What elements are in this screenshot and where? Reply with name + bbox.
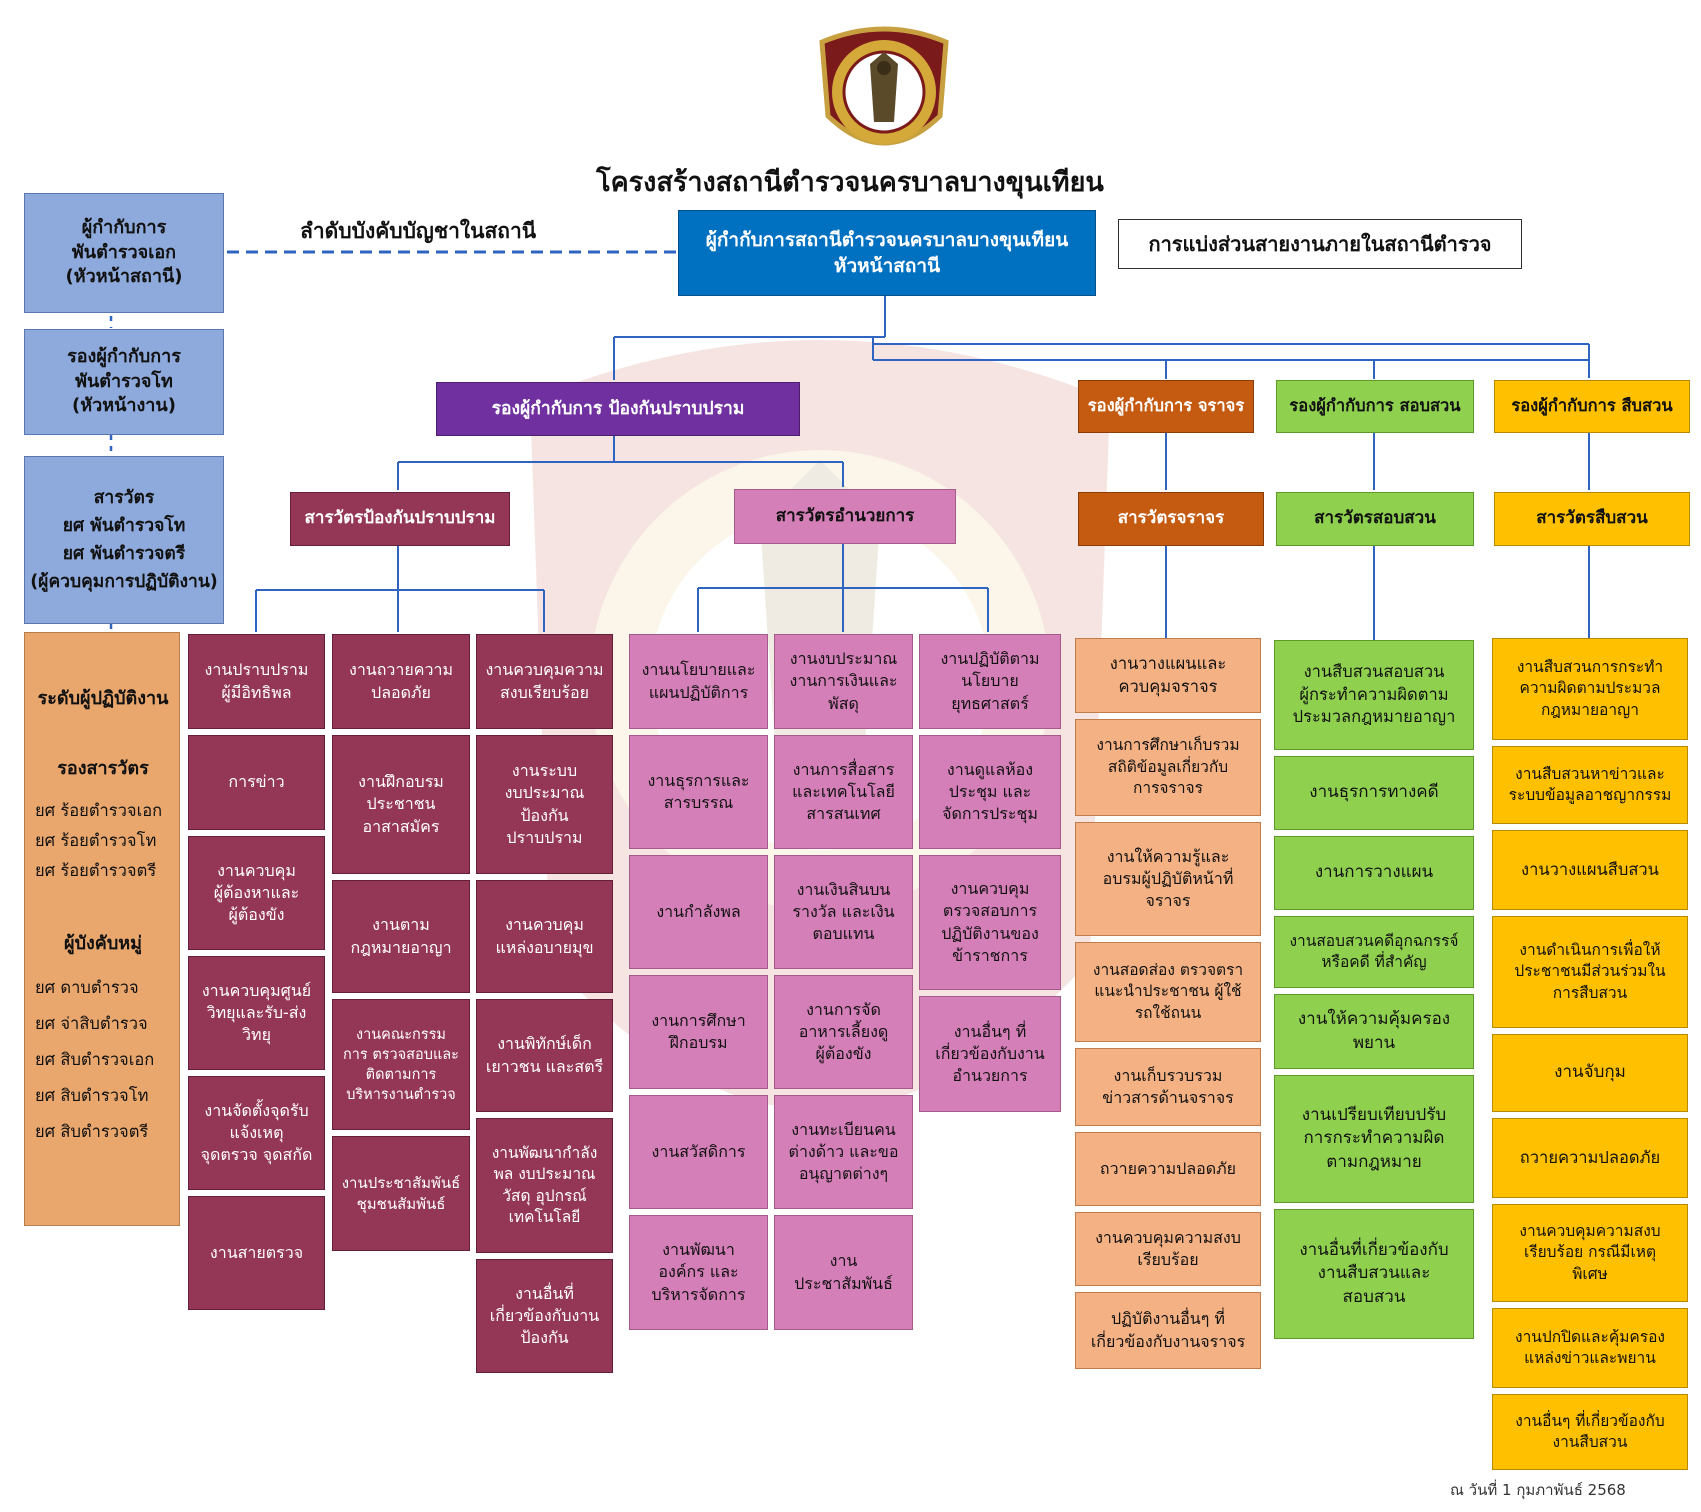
page-title: โครงสร้างสถานีตำรวจนครบาลบางขุนเทียน [596, 167, 1104, 198]
task-box: งานงบประมาณ งานการเงินและ พัสดุ [774, 634, 913, 729]
task-box: งานปราบปราม ผู้มีอิทธิพล [188, 634, 325, 729]
task-box: งานพิทักษ์เด็ก เยาวชน และสตรี [476, 999, 613, 1112]
inspector-prevention-box: สารวัตรป้องกันปราบปราม [290, 492, 510, 546]
rank-item: ยศ สิบตำรวจตรี [35, 1122, 149, 1141]
task-box: งานจัดตั้งจุดรับ แจ้งเหตุ จุดตรวจ จุดสกั… [188, 1076, 325, 1190]
task-box: งานให้ความรู้และ อบรมผู้ปฏิบัติหน้าที่ จ… [1075, 822, 1261, 936]
task-box: งานเงินสินบน รางวัล และเงิน ตอบแทน [774, 855, 913, 969]
task-box: งานควบคุมความสงบ เรียบร้อย [1075, 1212, 1261, 1286]
task-box: งานดูแลห้อง ประชุม และ จัดการประชุม [919, 735, 1061, 849]
task-box: งานประชาสัมพันธ์ ชุมชนสัมพันธ์ [332, 1136, 470, 1251]
task-box: งานควบคุมความ สงบเรียบร้อย [476, 634, 613, 729]
task-box: งานเก็บรวบรวม ข่าวสารด้านจราจร [1075, 1048, 1261, 1126]
deputy-investigation-box: รองผู้กำกับการ สอบสวน [1276, 380, 1474, 433]
task-box: งานถวายความ ปลอดภัย [332, 634, 470, 729]
task-box: งานการวางแผน [1274, 836, 1474, 910]
task-box: งานสืบสวนการกระทำ ความผิดตามประมวล กฎหมา… [1492, 638, 1688, 740]
rank-item: ยศ ดาบตำรวจ [35, 978, 139, 997]
inspector-traffic-box: สารวัตรจราจร [1078, 492, 1264, 546]
task-box: งานเปรียบเทียบปรับ การกระทำความผิด ตามกฎ… [1274, 1075, 1474, 1203]
task-box: การข่าว [188, 735, 325, 830]
task-box: งานการศึกษาเก็บรวม สถิติข้อมูลเกี่ยวกับ … [1075, 719, 1261, 816]
task-box: งานคณะกรรม การ ตรวจสอบและ ติดตามการ บริห… [332, 999, 470, 1130]
rank-item: ยศ สิบตำรวจเอก [35, 1050, 155, 1069]
task-box: งานจับกุม [1492, 1034, 1688, 1112]
task-box: งานพัฒนา องค์กร และ บริหารจัดการ [629, 1215, 768, 1330]
division-label: การแบ่งส่วนสายงานภายในสถานีตำรวจ [1118, 219, 1522, 269]
task-box: งานวางแผนสืบสวน [1492, 830, 1688, 910]
deputy-traffic-box: รองผู้กำกับการ จราจร [1078, 380, 1254, 433]
task-box: งานฝึกอบรม ประชาชน อาสาสมัคร [332, 735, 470, 874]
task-box: งานควบคุมศูนย์ วิทยุและรับ-ส่ง วิทยุ [188, 956, 325, 1070]
task-box: งานดำเนินการเพื่อให้ ประชาชนมีส่วนร่วมใน… [1492, 916, 1688, 1028]
deputy-inquiry-box: รองผู้กำกับการ สืบสวน [1494, 380, 1690, 433]
command-hierarchy-label: ลำดับบังคับบัญชาในสถานี [300, 219, 537, 243]
task-box: งานสืบสวนสอบสวน ผู้กระทำความผิดตาม ประมว… [1274, 640, 1474, 750]
task-box: งานการจัด อาหารเลี้ยงดู ผู้ต้องขัง [774, 975, 913, 1089]
task-box: งานนโยบายและ แผนปฏิบัติการ [629, 634, 768, 729]
task-box: งานอื่นๆ ที่ เกี่ยวข้องกับงาน อำนวยการ [919, 996, 1061, 1112]
task-box: งานธุรการทางคดี [1274, 756, 1474, 830]
task-box: งานสายตรวจ [188, 1196, 325, 1310]
operator-rank-box: ระดับผู้ปฏิบัติงาน รองสารวัตร ยศ ร้อยตำร… [24, 632, 180, 1226]
task-box: งานปกปิดและคุ้มครอง แหล่งข่าวและพยาน [1492, 1308, 1688, 1388]
task-box: งานควบคุม แหล่งอบายมุข [476, 880, 613, 993]
rank-item: ยศ ร้อยตำรวจเอก [35, 801, 163, 820]
inspector-investigation-box: สารวัตรสอบสวน [1276, 492, 1474, 546]
task-box: งานพัฒนากำลัง พล งบประมาณ วัสดุ อุปกรณ์ … [476, 1118, 613, 1253]
rank-item: ยศ สิบตำรวจโท [35, 1086, 149, 1105]
task-box: งานกำลังพล [629, 855, 768, 969]
chief-box: ผู้กำกับการสถานีตำรวจนครบาลบางขุนเทียน ห… [678, 210, 1096, 296]
task-box: งานสอดส่อง ตรวจตรา แนะนำประชาชน ผู้ใช้ ร… [1075, 942, 1261, 1042]
task-box: งานระบบ งบประมาณ ป้องกัน ปราบปราม [476, 735, 613, 874]
rank-item: ยศ จ่าสิบตำรวจ [35, 1014, 148, 1033]
task-box: งานการสื่อสาร และเทคโนโลยี สารสนเทศ [774, 735, 913, 849]
task-box: งานการศึกษา ฝึกอบรม [629, 975, 768, 1089]
police-emblem-icon [819, 26, 949, 146]
task-box: งาน ประชาสัมพันธ์ [774, 1215, 913, 1330]
task-box: ถวายความปลอดภัย [1075, 1132, 1261, 1206]
inspector-admin-box: สารวัตรอำนวยการ [734, 489, 956, 544]
task-box: งานควบคุม ผู้ต้องหาและ ผู้ต้องขัง [188, 836, 325, 950]
task-box: งานตาม กฎหมายอาญา [332, 880, 470, 993]
task-box: งานควบคุมความสงบ เรียบร้อย กรณีมีเหตุ พิ… [1492, 1204, 1688, 1302]
deputy-rank-box: รองผู้กำกับการ พันตำรวจโท (หัวหน้างาน) [24, 329, 224, 435]
task-box: งานสืบสวนหาข่าวและ ระบบข้อมูลอาชญากรรม [1492, 746, 1688, 824]
task-box: งานควบคุม ตรวจสอบการ ปฏิบัติงานของ ข้ารา… [919, 855, 1061, 990]
task-box: งานวางแผนและ ควบคุมจราจร [1075, 638, 1261, 713]
date-stamp: ณ วันที่ 1 กุมภาพันธ์ 2568 [1450, 1481, 1626, 1499]
task-box: งานสวัสดิการ [629, 1095, 768, 1209]
rank-item: ยศ ร้อยตำรวจโท [35, 831, 157, 850]
task-box: งานธุรการและ สารบรรณ [629, 735, 768, 849]
operator-title: ระดับผู้ปฏิบัติงาน [37, 688, 169, 709]
task-box: งานอื่นที่เกี่ยวข้องกับ งานสืบสวนและ สอบ… [1274, 1209, 1474, 1339]
squad-leader-title: ผู้บังคับหมู่ [64, 933, 142, 954]
inspector-rank-box: สารวัตร ยศ พันตำรวจโท ยศ พันตำรวจตรี (ผู… [24, 456, 224, 624]
task-box: งานให้ความคุ้มครอง พยาน [1274, 994, 1474, 1069]
task-box: ถวายความปลอดภัย [1492, 1118, 1688, 1198]
superintendent-rank-box: ผู้กำกับการ พันตำรวจเอก (หัวหน้าสถานี) [24, 193, 224, 313]
inspector-inquiry-box: สารวัตรสืบสวน [1494, 492, 1690, 546]
task-box: งานสอบสวนคดีอุกฉกรรจ์ หรือคดี ที่สำคัญ [1274, 916, 1474, 988]
task-box: งานปฏิบัติตาม นโยบาย ยุทธศาสตร์ [919, 634, 1061, 729]
task-box: งานอื่นที่ เกี่ยวข้องกับงาน ป้องกัน [476, 1259, 613, 1373]
task-box: งานทะเบียนคน ต่างด้าว และขอ อนุญาตต่างๆ [774, 1095, 913, 1209]
rank-item: ยศ ร้อยตำรวจตรี [35, 861, 157, 880]
task-box: งานอื่นๆ ที่เกี่ยวข้องกับ งานสืบสวน [1492, 1394, 1688, 1470]
deputy-prevention-box: รองผู้กำกับการ ป้องกันปราบปราม [436, 382, 800, 436]
task-box: ปฏิบัติงานอื่นๆ ที่ เกี่ยวข้องกับงานจราจ… [1075, 1292, 1261, 1369]
sub-inspector-title: รองสารวัตร [57, 758, 149, 779]
